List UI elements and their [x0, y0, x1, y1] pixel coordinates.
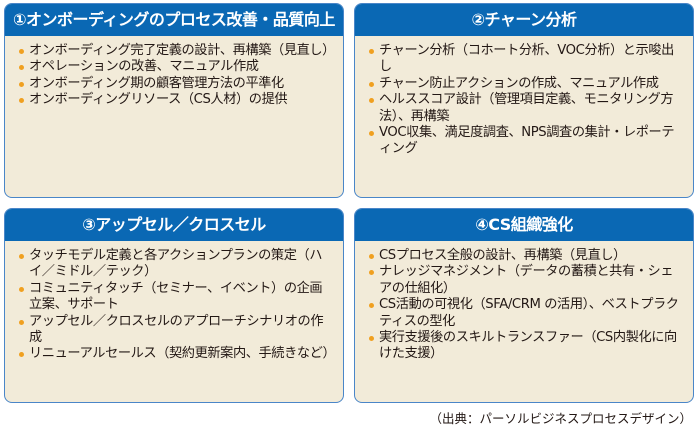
box-title: ②チャーン分析: [355, 4, 693, 36]
list-item: VOC収集、満足度調査、NPS調査の集計・レポーティング: [369, 125, 683, 158]
box-title: ①オンボーディングのプロセス改善・品質向上: [5, 4, 343, 36]
item-list: タッチモデル定義と各アクションプランの策定（ハイ／ミドル／テック） コミュニティ…: [5, 241, 343, 363]
box-upsell-crosssell: ③アップセル／クロスセル タッチモデル定義と各アクションプランの策定（ハイ／ミド…: [4, 208, 344, 403]
bullet-icon: [19, 98, 24, 104]
list-item: ヘルススコア設計（管理項目定義、モニタリング方法）、再構築: [369, 92, 683, 125]
bullet-icon: [19, 286, 24, 292]
item-list: チャーン分析（コホート分析、VOC分析）と示唆出し チャーン防止アクションの作成…: [355, 36, 693, 158]
bullet-icon: [369, 49, 374, 54]
list-item: ナレッジマネジメント（データの蓄積と共有・シェアの仕組化）: [369, 264, 683, 297]
bullet-icon: [369, 336, 374, 342]
box-title: ④CS組織強化: [355, 209, 693, 241]
list-item: CSプロセス全般の設計、再構築（見直し）: [369, 248, 683, 264]
list-item: オンボーディングリソース（CS人材）の提供: [19, 92, 333, 108]
list-item: アップセル／クロスセルのアプローチシナリオの作成: [19, 314, 333, 347]
bullet-icon: [19, 254, 24, 259]
bullet-icon: [369, 270, 374, 276]
bullet-icon: [369, 98, 374, 104]
item-list: オンボーディング完了定義の設計、再構築（見直し） オペレーションの改善、マニュア…: [5, 36, 343, 109]
list-item: オペレーションの改善、マニュアル作成: [19, 59, 333, 75]
list-item: 実行支援後のスキルトランスファー（CS内製化に向けた支援）: [369, 330, 683, 363]
bullet-icon: [369, 81, 374, 87]
box-onboarding: ①オンボーディングのプロセス改善・品質向上 オンボーディング完了定義の設計、再構…: [4, 3, 344, 198]
list-item: コミュニティタッチ（セミナー、イベント）の企画立案、サポート: [19, 281, 333, 314]
list-item: チャーン防止アクションの作成、マニュアル作成: [369, 76, 683, 92]
bullet-icon: [19, 49, 24, 54]
list-item: チャーン分析（コホート分析、VOC分析）と示唆出し: [369, 43, 683, 76]
source-citation: （出典：パーソルビジネスプロセスデザイン）: [429, 411, 692, 426]
box-title: ③アップセル／クロスセル: [5, 209, 343, 241]
bullet-icon: [19, 352, 24, 358]
bullet-icon: [19, 319, 24, 325]
box-cs-organization: ④CS組織強化 CSプロセス全般の設計、再構築（見直し） ナレッジマネジメント（…: [354, 208, 694, 403]
bullet-icon: [369, 254, 374, 259]
list-item: オンボーディング完了定義の設計、再構築（見直し）: [19, 43, 335, 59]
bullet-icon: [369, 131, 374, 137]
bullet-icon: [19, 81, 24, 87]
list-item: CS活動の可視化（SFA/CRM の活用）、ベストプラクティスの型化: [369, 297, 683, 330]
bullet-icon: [19, 65, 24, 71]
bullet-icon: [369, 303, 374, 309]
item-list: CSプロセス全般の設計、再構築（見直し） ナレッジマネジメント（データの蓄積と共…: [355, 241, 693, 363]
box-churn-analysis: ②チャーン分析 チャーン分析（コホート分析、VOC分析）と示唆出し チャーン防止…: [354, 3, 694, 198]
list-item: オンボーディング期の顧客管理方法の平準化: [19, 76, 333, 92]
list-item: タッチモデル定義と各アクションプランの策定（ハイ／ミドル／テック）: [19, 248, 333, 281]
list-item: リニューアルセールス（契約更新案内、手続きなど）: [19, 346, 336, 362]
